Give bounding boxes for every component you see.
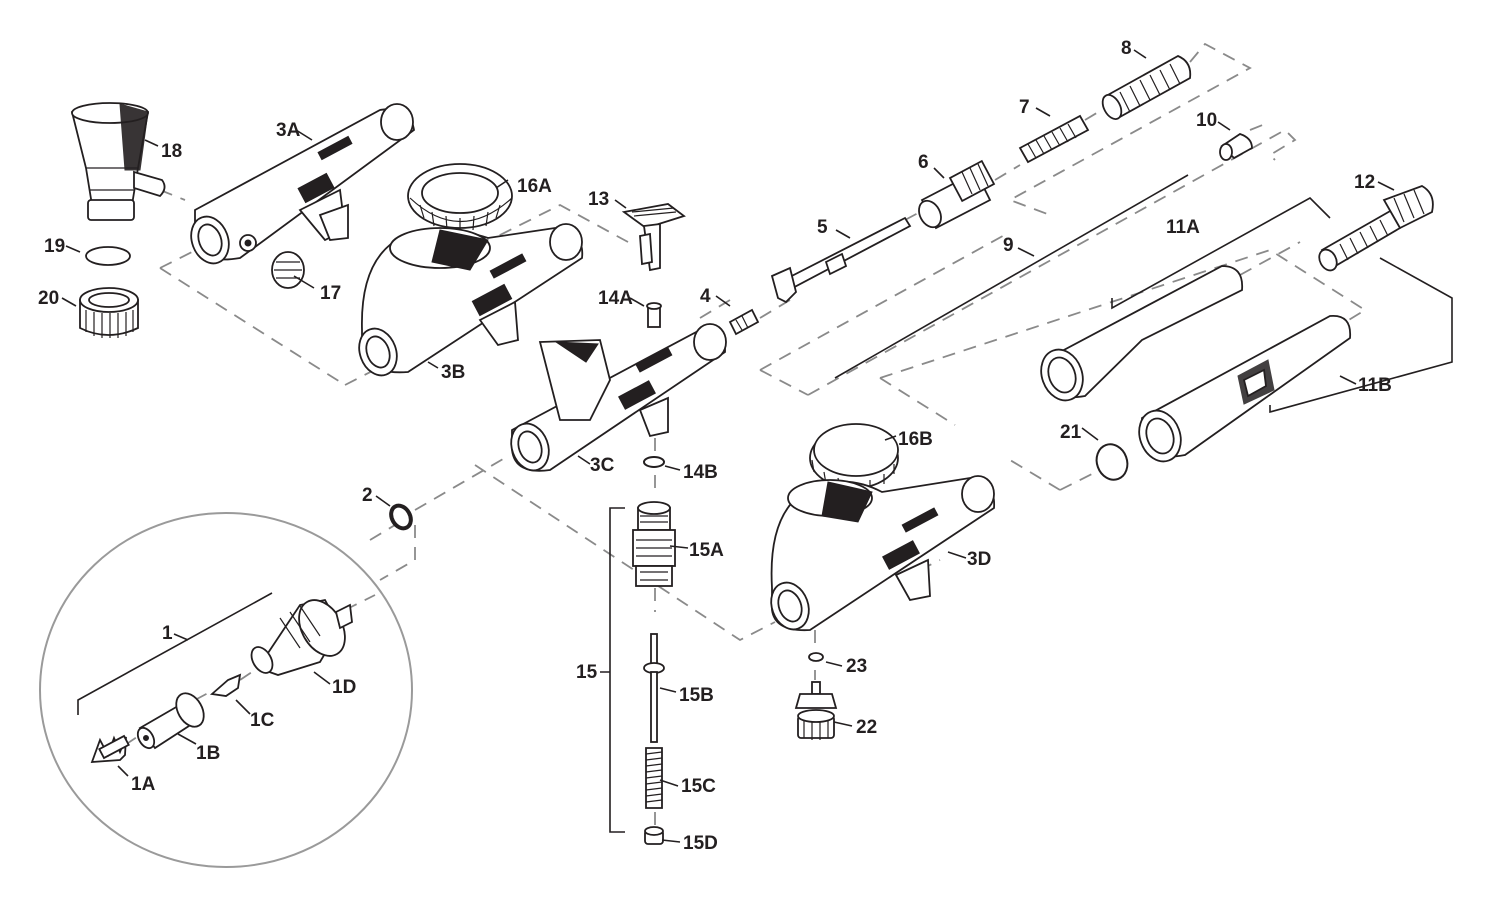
- o-ring-2-part: [389, 503, 413, 531]
- label-5: 5: [817, 217, 828, 238]
- ring-nut-20-part: [79, 287, 139, 338]
- o-ring-23-part: [808, 652, 824, 662]
- needle-chucking-guide-5-part: [770, 216, 912, 304]
- label-11b: 11B: [1358, 375, 1392, 396]
- gasket-19-part: [85, 246, 131, 266]
- label-6: 6: [918, 152, 929, 173]
- label-22: 22: [856, 717, 877, 738]
- needle-9-part: [834, 174, 1189, 379]
- needle-chuck-6-part: [918, 159, 996, 230]
- air-valve-14a-part: [646, 302, 662, 328]
- handle-11a-part: [1040, 197, 1331, 402]
- leader-lines: [61, 49, 1395, 843]
- label-15c: 15C: [681, 776, 716, 797]
- o-ring-14b-part: [643, 456, 665, 468]
- label-3c: 3C: [590, 455, 615, 476]
- label-3b: 3B: [441, 362, 465, 383]
- trigger-13-part: [621, 203, 686, 272]
- label-7: 7: [1019, 97, 1030, 118]
- nozzle-cap-1a-part: [90, 734, 130, 763]
- label-10: 10: [1196, 110, 1217, 131]
- label-15d: 15D: [683, 833, 718, 854]
- body-3d-part: [770, 475, 995, 632]
- label-15b: 15B: [679, 685, 714, 706]
- label-15a: 15A: [689, 540, 724, 561]
- label-1: 1: [162, 623, 173, 644]
- label-11a: 11A: [1166, 217, 1200, 238]
- needle-guide-4-part: [728, 308, 760, 336]
- nozzle-cap-1b-part: [136, 692, 205, 750]
- label-4: 4: [700, 286, 711, 307]
- label-20: 20: [38, 288, 59, 309]
- label-9: 9: [1003, 235, 1014, 256]
- color-cup-18-part: [70, 102, 166, 221]
- label-14a: 14A: [598, 288, 633, 309]
- label-21: 21: [1060, 422, 1082, 443]
- o-ring-21-part: [1095, 443, 1129, 481]
- label-8: 8: [1121, 38, 1132, 59]
- label-3d: 3D: [967, 549, 991, 570]
- label-1a: 1A: [131, 774, 156, 795]
- body-3a-part: [190, 103, 415, 265]
- label-23: 23: [846, 656, 867, 677]
- label-16b: 16B: [898, 429, 933, 450]
- body-3b-part: [358, 223, 584, 377]
- head-1d-part: [250, 598, 353, 676]
- label-19: 19: [44, 236, 65, 257]
- spring-guide-8-part: [1101, 54, 1192, 120]
- part-labels: 1 1A 1B 1C 1D 2 3A 3B 3C 3D 4 5 6 7 8 9 …: [38, 38, 1392, 854]
- label-15: 15: [576, 662, 598, 683]
- label-14b: 14B: [683, 462, 718, 483]
- bottom-valve-22-part: [794, 681, 838, 740]
- knob-17-part: [271, 251, 305, 289]
- spring-7-part: [1018, 114, 1090, 164]
- handle-11b-part: [1138, 257, 1453, 463]
- label-3a: 3A: [276, 120, 301, 141]
- pre-set-handle-12-part: [1318, 185, 1434, 272]
- valve-assembly-15-part: [600, 501, 676, 845]
- label-1b: 1B: [196, 743, 220, 764]
- label-16a: 16A: [517, 176, 552, 197]
- cup-lid-16b-part: [809, 423, 899, 492]
- label-18: 18: [161, 141, 182, 162]
- needle-chuck-nut-10-part: [1219, 133, 1253, 161]
- nozzle-1c-part: [209, 673, 242, 697]
- label-17: 17: [320, 283, 341, 304]
- label-1c: 1C: [250, 710, 275, 731]
- body-3c-part: [510, 323, 727, 472]
- label-13: 13: [588, 189, 609, 210]
- label-2: 2: [362, 485, 373, 506]
- label-1d: 1D: [332, 677, 356, 698]
- label-12: 12: [1354, 172, 1375, 193]
- cup-lid-16a-part: [407, 163, 513, 232]
